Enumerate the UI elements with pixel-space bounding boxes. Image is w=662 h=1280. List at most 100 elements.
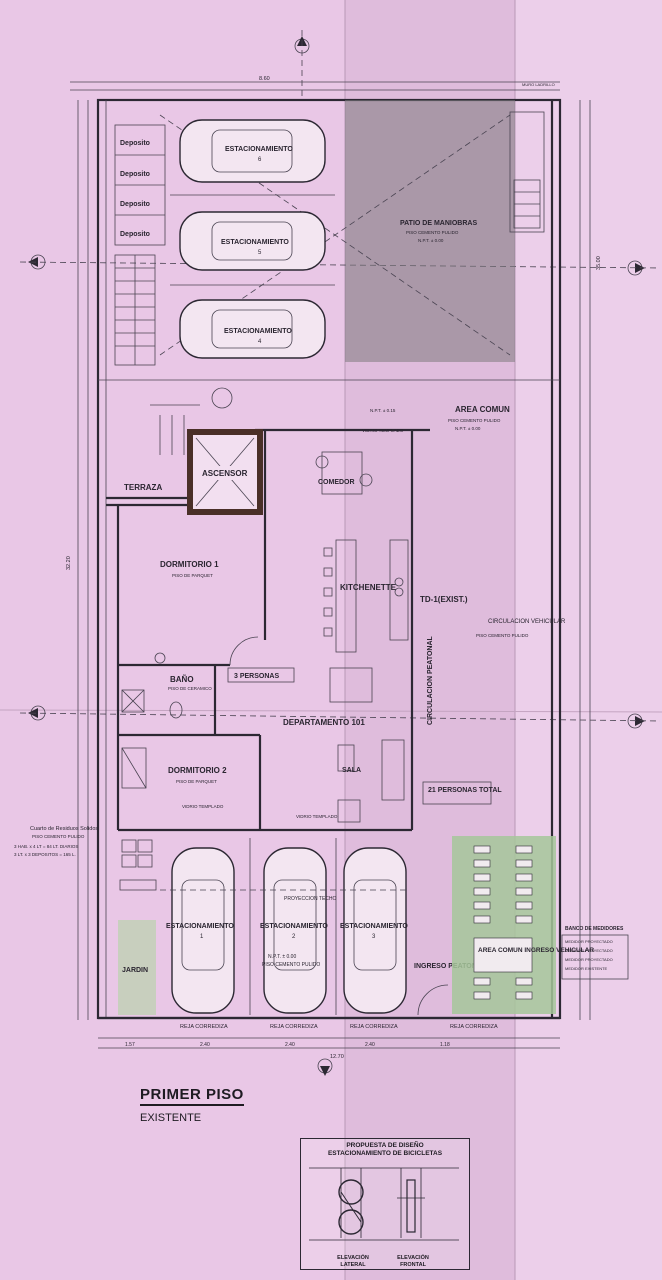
label-vidrio-3: VIDRIO TEMPLADO	[362, 428, 404, 433]
label-reja-3: REJA CORREDIZA	[350, 1024, 398, 1030]
banco-medidores	[561, 934, 629, 980]
label-dormitorio-2: DORMITORIO 2	[168, 766, 227, 775]
label-deposito-2: Deposito	[120, 171, 150, 178]
label-patio: PATIO DE MANIOBRAS	[400, 220, 477, 227]
label-area-comun-ingreso: AREA COMUN INGRESO VEHICULAR	[478, 947, 594, 954]
bike-detail-title-1: PROPUESTA DE DISEÑO	[346, 1142, 424, 1149]
label-td: TD-1(EXIST.)	[420, 595, 468, 604]
label-reja-4: REJA CORREDIZA	[450, 1024, 498, 1030]
label-area-comun-npt: N.P.T. ± 0.00	[455, 426, 481, 431]
label-estacionamiento-4-num: 4	[258, 339, 262, 345]
label-ingreso-peatonal: INGRESO PEATONAL	[414, 963, 487, 970]
sheet-subtitle: EXISTENTE	[140, 1112, 202, 1124]
label-dormitorio-1: DORMITORIO 1	[160, 560, 219, 569]
label-estacionamiento-5: ESTACIONAMIENTO	[221, 239, 289, 246]
bike-elevations	[309, 1167, 459, 1241]
sheet-title-block: PRIMER PISO EXISTENTE	[140, 1086, 244, 1124]
dim-left: 32.20	[66, 556, 72, 570]
dim-bottom: 12.70	[330, 1054, 344, 1060]
label-piso-cemento: PISO CEMENTO PULIDO	[262, 962, 320, 968]
dormitorio-2-bed	[121, 747, 147, 789]
grid-axis-markers	[19, 30, 661, 1076]
label-personas-total: 21 PERSONAS TOTAL	[428, 787, 502, 794]
label-npt-zero: N.P.T. ± 0.00	[268, 954, 296, 960]
patio-shade	[345, 100, 515, 362]
label-muro-ladrillo: MURO LADRILLO	[522, 82, 555, 87]
label-residuos-note: 3 HAB. x 4 LT = 84 LT. DIARIOS	[14, 844, 78, 849]
label-estacionamiento-2-num: 2	[292, 934, 296, 940]
label-medidor-1: MEDIDOR PROYECTADO	[565, 939, 613, 944]
label-estacionamiento-1-num: 1	[200, 934, 204, 940]
label-residuos-note-2: 3 LT. x 3 DEPOSITOS = 165 L.	[14, 852, 76, 857]
bike-caption-lateral: ELEVACIÓN LATERAL	[337, 1255, 369, 1268]
label-estacionamiento-3-num: 3	[372, 934, 376, 940]
label-comedor: COMEDOR	[318, 479, 355, 486]
label-estacionamiento-6: ESTACIONAMIENTO	[225, 146, 293, 153]
label-proyeccion-techo: PROYECCION TECHO	[284, 896, 337, 902]
label-reja-1: REJA CORREDIZA	[180, 1024, 228, 1030]
label-cuarto-residuos: Cuarto de Residuos Solidos	[30, 826, 98, 832]
label-medidor-3: MEDIDOR PROYECTADO	[565, 957, 613, 962]
jardin-planting	[118, 920, 156, 1015]
dining-table	[315, 451, 373, 495]
bathroom-fixtures	[121, 652, 183, 719]
label-ascensor: ASCENSOR	[202, 469, 248, 478]
label-vidrio-1: VIDRIO TEMPLADO	[182, 804, 224, 809]
label-terraza: TERRAZA	[124, 483, 162, 492]
label-cuarto-floor: PISO CEMENTO PULIDO	[32, 834, 85, 839]
bike-rack-upper	[150, 387, 233, 455]
kitchenette-counter	[323, 539, 409, 653]
label-patio-npt: N.P.T. ± 0.00	[418, 238, 444, 243]
stairs-deposits	[114, 124, 166, 366]
dim-top: 8.60	[259, 76, 270, 82]
parking-bottom-cars	[160, 838, 410, 1015]
label-kitchenette: KITCHENETTE	[340, 583, 397, 592]
meter-cabinet	[509, 111, 545, 233]
label-estacionamiento-2: ESTACIONAMIENTO	[260, 923, 328, 930]
label-personas-3: 3 PERSONAS	[234, 673, 279, 680]
bike-detail-title-2: ESTACIONAMIENTO DE BICICLETAS	[327, 1150, 443, 1157]
label-circ-peatonal: CIRCULACION PEATONAL	[427, 635, 434, 725]
label-reja-2: REJA CORREDIZA	[270, 1024, 318, 1030]
label-deposito-3: Deposito	[120, 201, 150, 208]
label-circ-vehicular: CIRCULACION VEHICULAR	[488, 619, 566, 625]
label-estacionamiento-6-num: 6	[258, 157, 262, 163]
bike-rack-green	[452, 836, 556, 1014]
label-estacionamiento-5-num: 5	[258, 250, 262, 256]
label-deposito-4: Deposito	[120, 231, 150, 238]
label-estacionamiento-4: ESTACIONAMIENTO	[224, 328, 292, 335]
bike-caption-frontal: ELEVACIÓN FRONTAL	[397, 1255, 429, 1268]
label-estacionamiento-3: ESTACIONAMIENTO	[340, 923, 408, 930]
apartment-walls	[98, 379, 560, 832]
waste-bins	[119, 839, 157, 891]
dim-b1: 1.57	[125, 1042, 135, 1048]
parking-top-cars	[170, 119, 335, 359]
label-deposito-1: Deposito	[120, 140, 150, 147]
elevator-shaft	[187, 429, 263, 515]
label-circ-vehicular-floor: PISO CEMENTO PULIDO	[476, 633, 529, 638]
label-departamento: DEPARTAMENTO 101	[283, 718, 365, 727]
label-area-comun-floor: PISO CEMENTO PULIDO	[448, 418, 501, 423]
label-area-comun: AREA COMUN	[455, 405, 510, 414]
label-jardin: JARDIN	[122, 967, 148, 974]
label-vidrio-2: VIDRIO TEMPLADO	[296, 814, 338, 819]
label-bano: BAÑO	[170, 675, 194, 684]
dim-b3: 2.40	[285, 1042, 295, 1048]
bike-parking-detail: PROPUESTA DE DISEÑO ESTACIONAMIENTO DE B…	[300, 1138, 470, 1270]
label-patio-floor: PISO CEMENTO PULIDO	[406, 230, 459, 235]
label-medidor-4: MEDIDOR EXISTENTE	[565, 966, 608, 971]
dim-b5: 1.18	[440, 1042, 450, 1048]
dim-b4: 2.40	[365, 1042, 375, 1048]
label-sala: SALA	[342, 767, 361, 774]
label-bano-floor: PISO DE CERAMICO	[168, 686, 212, 691]
sheet-title: PRIMER PISO	[140, 1086, 244, 1106]
label-dormitorio-1-floor: PISO DE PARQUET	[172, 573, 213, 578]
dim-right: 35.00	[596, 256, 602, 270]
label-dormitorio-2-floor: PISO DE PARQUET	[176, 779, 217, 784]
label-medidor-2: MEDIDOR PROYECTADO	[565, 948, 613, 953]
label-estacionamiento-1: ESTACIONAMIENTO	[166, 923, 234, 930]
label-npt-015: N.P.T. ± 0.15	[370, 408, 396, 413]
label-banco-medidores: BANCO DE MEDIDORES	[565, 926, 624, 932]
dimension-lines: 8.60 12.70 32.20 35.00 1.57 2.40 2.40 2.…	[66, 76, 602, 1060]
